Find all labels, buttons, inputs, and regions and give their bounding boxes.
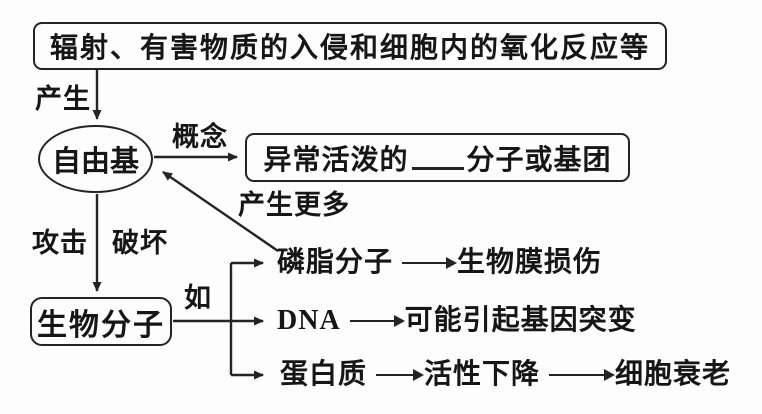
biomolecule-node: 生物分子 bbox=[30, 297, 172, 346]
concept-label: 概念 bbox=[172, 122, 228, 152]
produce-more-label: 产生更多 bbox=[238, 190, 350, 220]
source-box-text: 辐射、有害物质的入侵和细胞内的氧化反应等 bbox=[49, 33, 650, 64]
gene-mutation-text: 可能引起基因突变 bbox=[404, 305, 637, 336]
phospholipid-text: 磷脂分子 bbox=[277, 247, 394, 278]
right-arrow-icon bbox=[402, 255, 458, 270]
produce-more-arrow bbox=[162, 171, 279, 252]
concept-text-after-blank: 分子或基团 bbox=[466, 144, 612, 176]
free-radical-node: 自由基 bbox=[38, 125, 153, 193]
right-arrow-icon bbox=[549, 367, 616, 382]
free-radical-text: 自由基 bbox=[51, 146, 139, 178]
branch-row-protein: 蛋白质 活性下降 细胞衰老 bbox=[280, 359, 731, 391]
protein-text: 蛋白质 bbox=[280, 359, 368, 390]
destroy-label: 破坏 bbox=[112, 228, 168, 258]
biomolecule-text: 生物分子 bbox=[37, 308, 165, 342]
activity-decline-text: 活性下降 bbox=[424, 359, 541, 390]
dna-text: DNA bbox=[277, 305, 341, 336]
source-box: 辐射、有害物质的入侵和细胞内的氧化反应等 bbox=[33, 22, 667, 70]
cell-aging-text: 细胞衰老 bbox=[615, 359, 732, 390]
branch-row-dna: DNA 可能引起基因突变 bbox=[277, 305, 637, 337]
produce-label: 产生 bbox=[35, 84, 91, 114]
concept-definition-box: 异常活泼的 分子或基团 bbox=[245, 133, 630, 182]
membrane-damage-text: 生物膜损伤 bbox=[457, 247, 603, 278]
such-as-label: 如 bbox=[184, 283, 212, 313]
right-arrow-icon bbox=[349, 313, 405, 328]
concept-text-before-blank: 异常活泼的 bbox=[263, 144, 409, 176]
attack-label: 攻击 bbox=[32, 228, 88, 258]
right-arrow-icon bbox=[376, 367, 425, 382]
branch-row-phospholipid: 磷脂分子 生物膜损伤 bbox=[277, 247, 602, 279]
fill-in-blank bbox=[411, 145, 464, 170]
